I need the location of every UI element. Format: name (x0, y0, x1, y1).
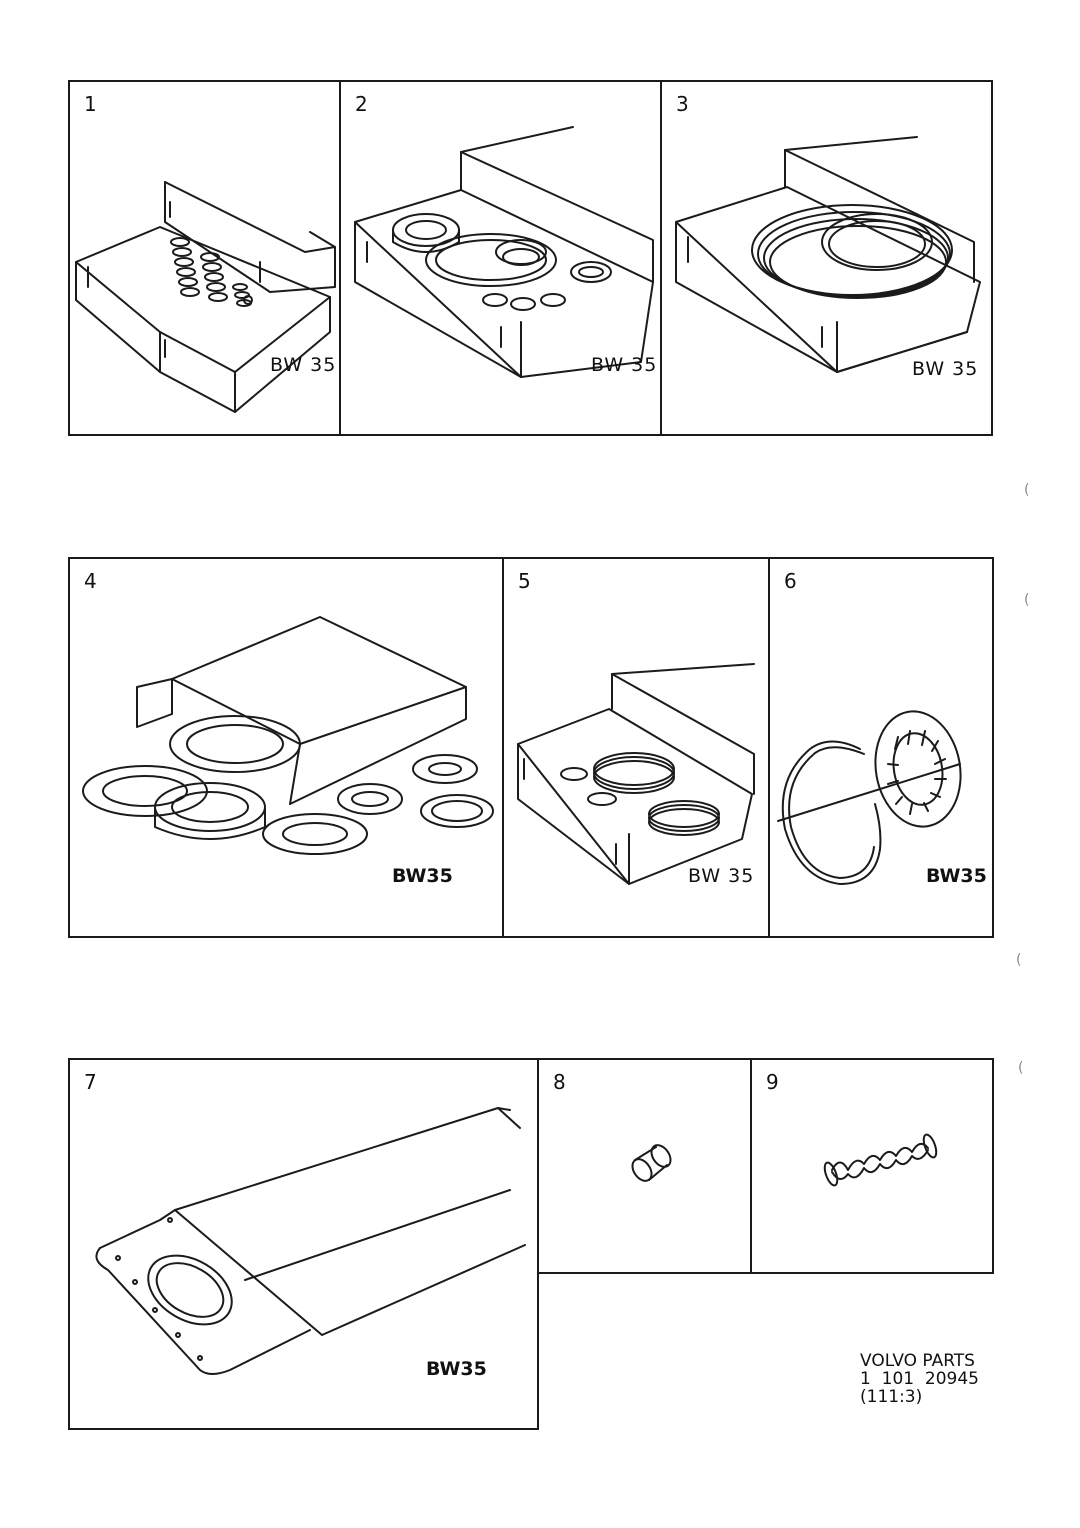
panel-number: 4 (84, 569, 97, 593)
panel-number: 6 (784, 569, 797, 593)
box-with-clutch-plates-illustration (675, 136, 981, 373)
panel-number: 7 (84, 1070, 97, 1094)
margin-mark: ( (1024, 482, 1030, 498)
panel-number: 3 (676, 92, 689, 116)
bag-with-oil-pan-gasket-illustration (95, 1107, 526, 1375)
panel-number: 2 (355, 92, 368, 116)
panel-1: 1 BW 35 (68, 80, 341, 436)
model-label: BW35 (426, 1358, 487, 1380)
model-label: BW35 (926, 865, 987, 887)
panel-3: 3 BW 35 (660, 80, 993, 436)
box-with-springs-illustration (75, 181, 336, 413)
brand-line: VOLVO PARTS (860, 1351, 975, 1371)
panel-5: 5 BW 35 (502, 557, 770, 938)
panel-7: 7 BW35 (68, 1058, 539, 1430)
panel-2: 2 BW 35 (339, 80, 662, 436)
box-with-seal-rings-illustration (517, 663, 755, 885)
parts-reference: VOLVO PARTS 1 101 20945 (111:3) (860, 1352, 979, 1406)
model-label: BW35 (392, 865, 453, 887)
section-code: (111:3) (860, 1387, 923, 1407)
snap-ring-and-spring-plate-illustration (777, 710, 962, 885)
part-number: 1 101 20945 (860, 1369, 979, 1389)
coil-spring-icon (823, 1133, 938, 1187)
box-with-seals-illustration (354, 126, 654, 378)
panel-number: 1 (84, 92, 97, 116)
panel-9: 9 (750, 1058, 994, 1274)
margin-mark: ( (1016, 952, 1022, 968)
model-label: BW 35 (912, 358, 979, 380)
model-label: BW 35 (270, 354, 337, 376)
panel-8: 8 (537, 1058, 752, 1274)
panel-number: 9 (766, 1070, 779, 1094)
bag-with-thrust-washers-illustration (82, 616, 494, 855)
model-label: BW 35 (688, 865, 755, 887)
margin-mark: ( (1024, 592, 1030, 608)
panel-6: 6 BW35 (768, 557, 994, 938)
margin-mark: ( (1018, 1060, 1024, 1076)
model-label: BW 35 (591, 354, 658, 376)
panel-4: 4 BW35 (68, 557, 504, 938)
panel-number: 5 (518, 569, 531, 593)
pin-icon (631, 1144, 672, 1182)
panel-number: 8 (553, 1070, 566, 1094)
